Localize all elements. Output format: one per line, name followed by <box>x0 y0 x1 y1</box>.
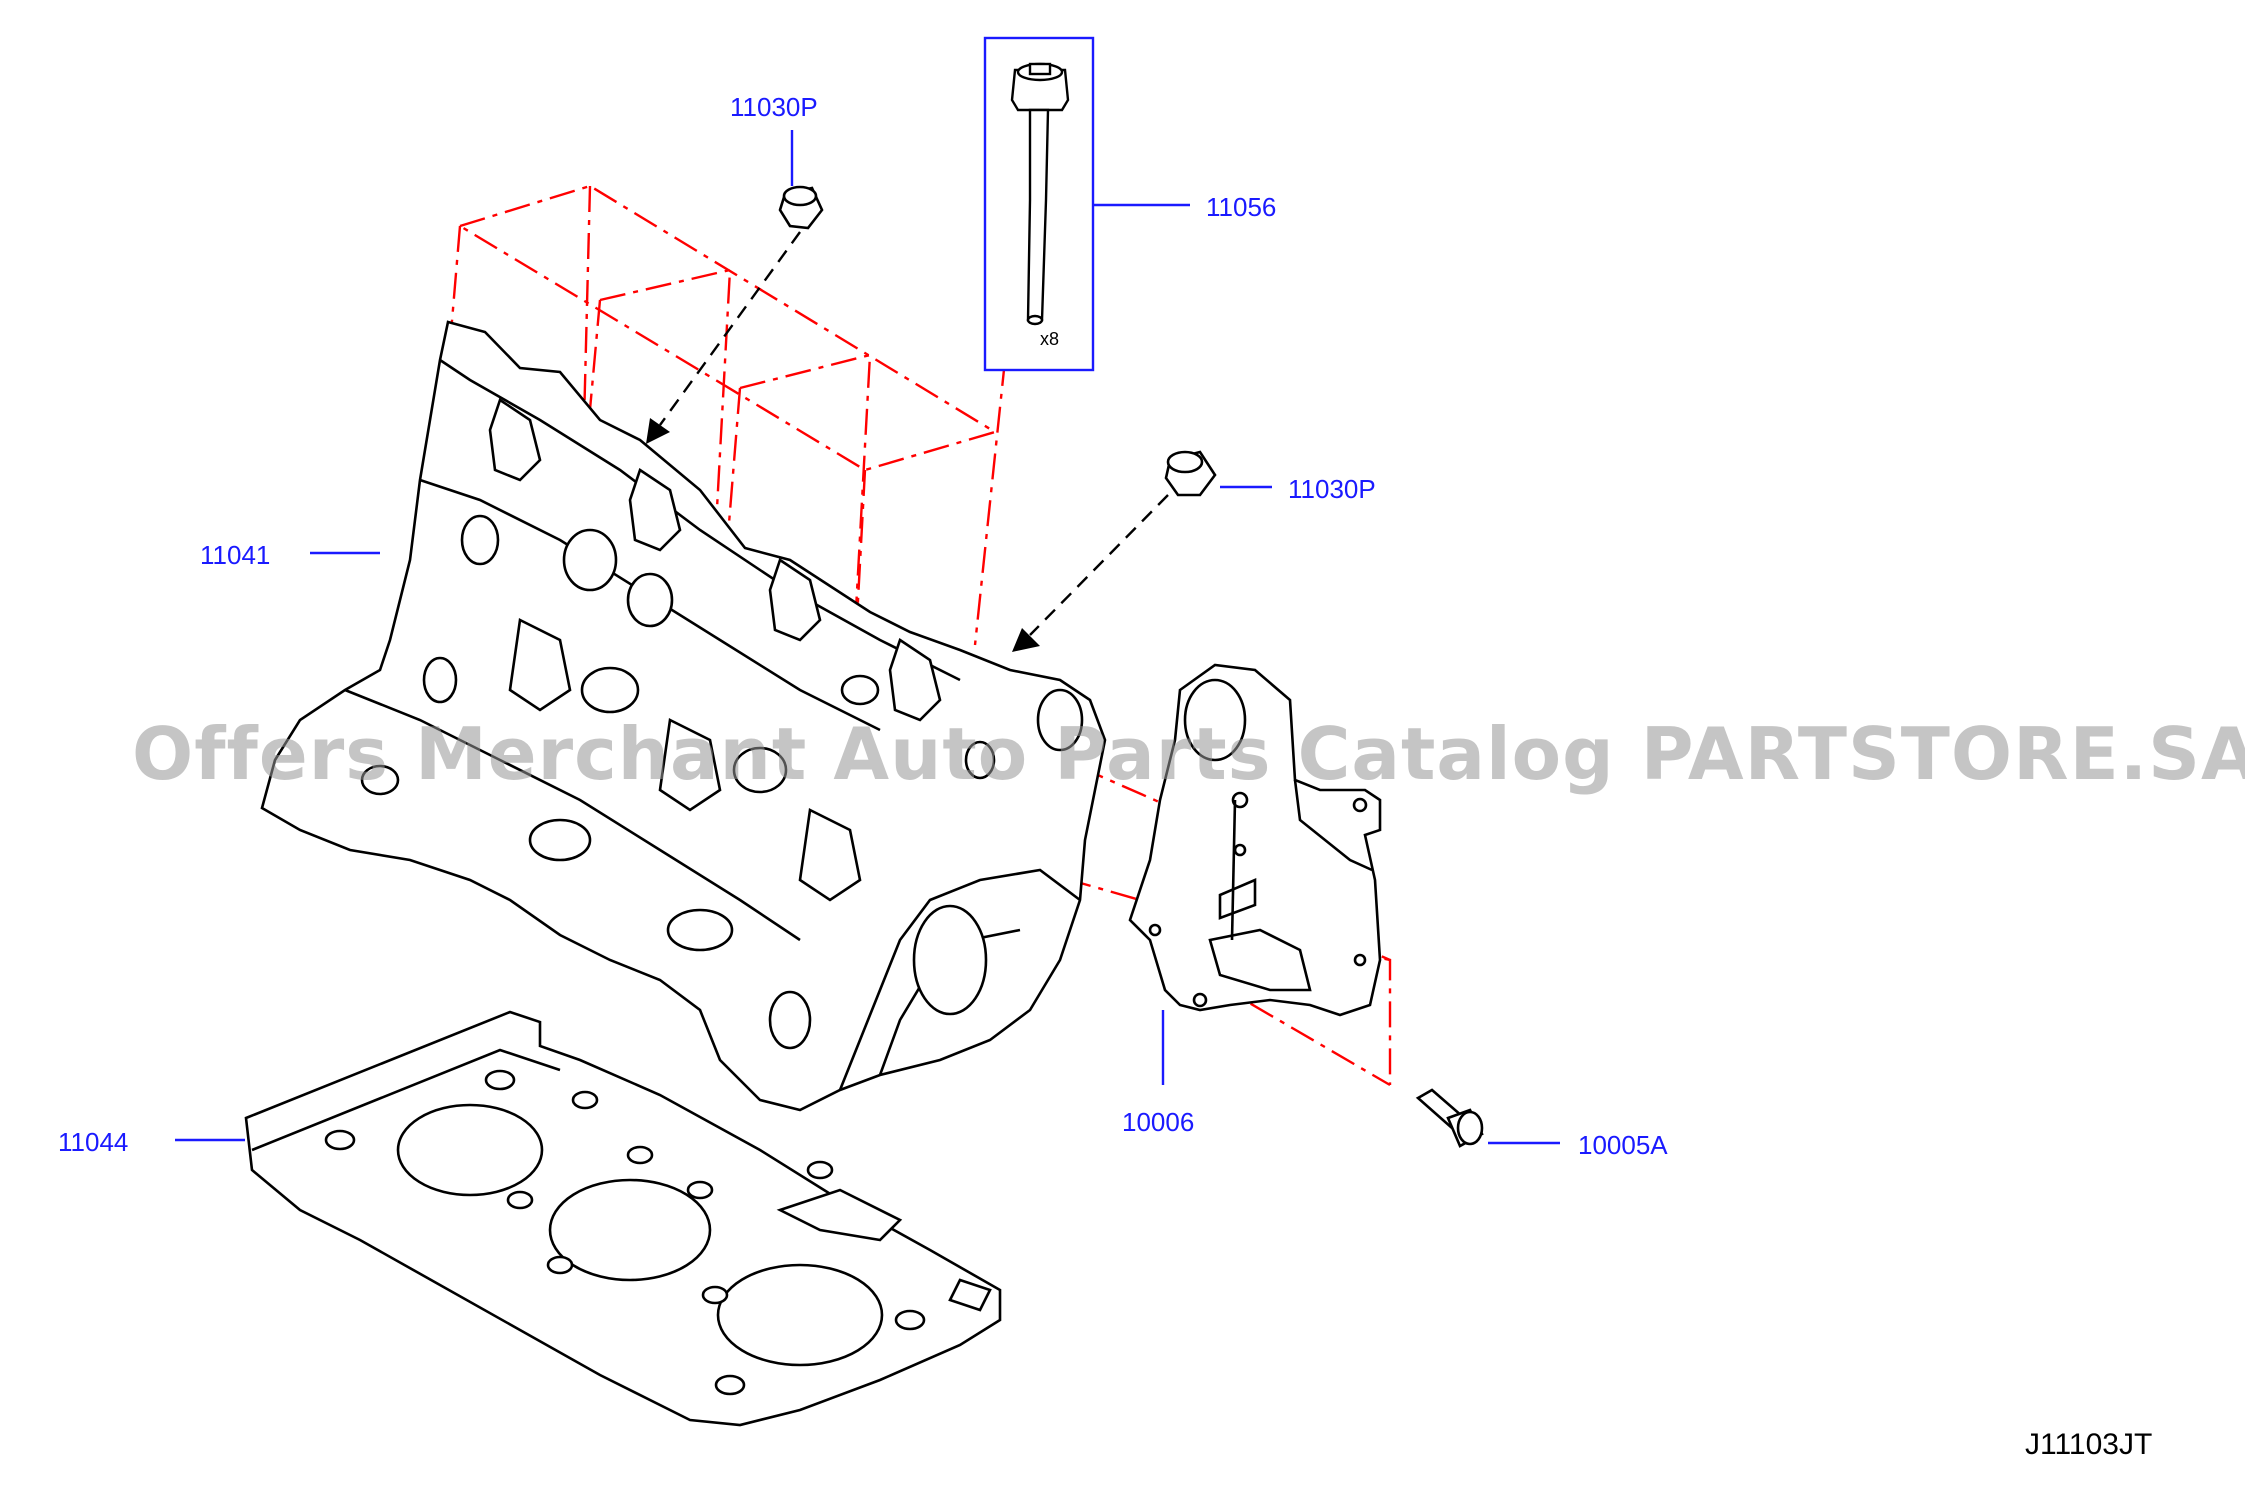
part-label-11030p-right[interactable]: 11030P <box>1288 474 1376 504</box>
plug-right[interactable] <box>1164 450 1217 497</box>
part-label-10006[interactable]: 10006 <box>1122 1107 1195 1137</box>
head-bolt[interactable]: x8 <box>983 36 1095 372</box>
part-label-11056[interactable]: 11056 <box>1206 192 1277 222</box>
leader-lines <box>175 130 1560 1145</box>
part-label-11041[interactable]: 11041 <box>200 540 271 570</box>
plug-arrows <box>659 231 1169 636</box>
bracket-bolt[interactable] <box>1415 1088 1484 1148</box>
part-label-10005a[interactable]: 10005A <box>1578 1130 1668 1160</box>
bracket[interactable] <box>1128 663 1382 1017</box>
cylinder-head[interactable] <box>260 320 1107 1112</box>
arrowheads <box>646 418 1040 652</box>
part-label-11030p-upper[interactable]: 11030P <box>730 92 818 122</box>
plug-upper[interactable] <box>778 185 824 230</box>
head-gasket[interactable] <box>244 1010 1002 1427</box>
drawing-code: J11103JT <box>2025 1428 2153 1461</box>
bolt-quantity-label: x8 <box>1040 329 1059 349</box>
part-label-11044[interactable]: 11044 <box>58 1127 129 1157</box>
